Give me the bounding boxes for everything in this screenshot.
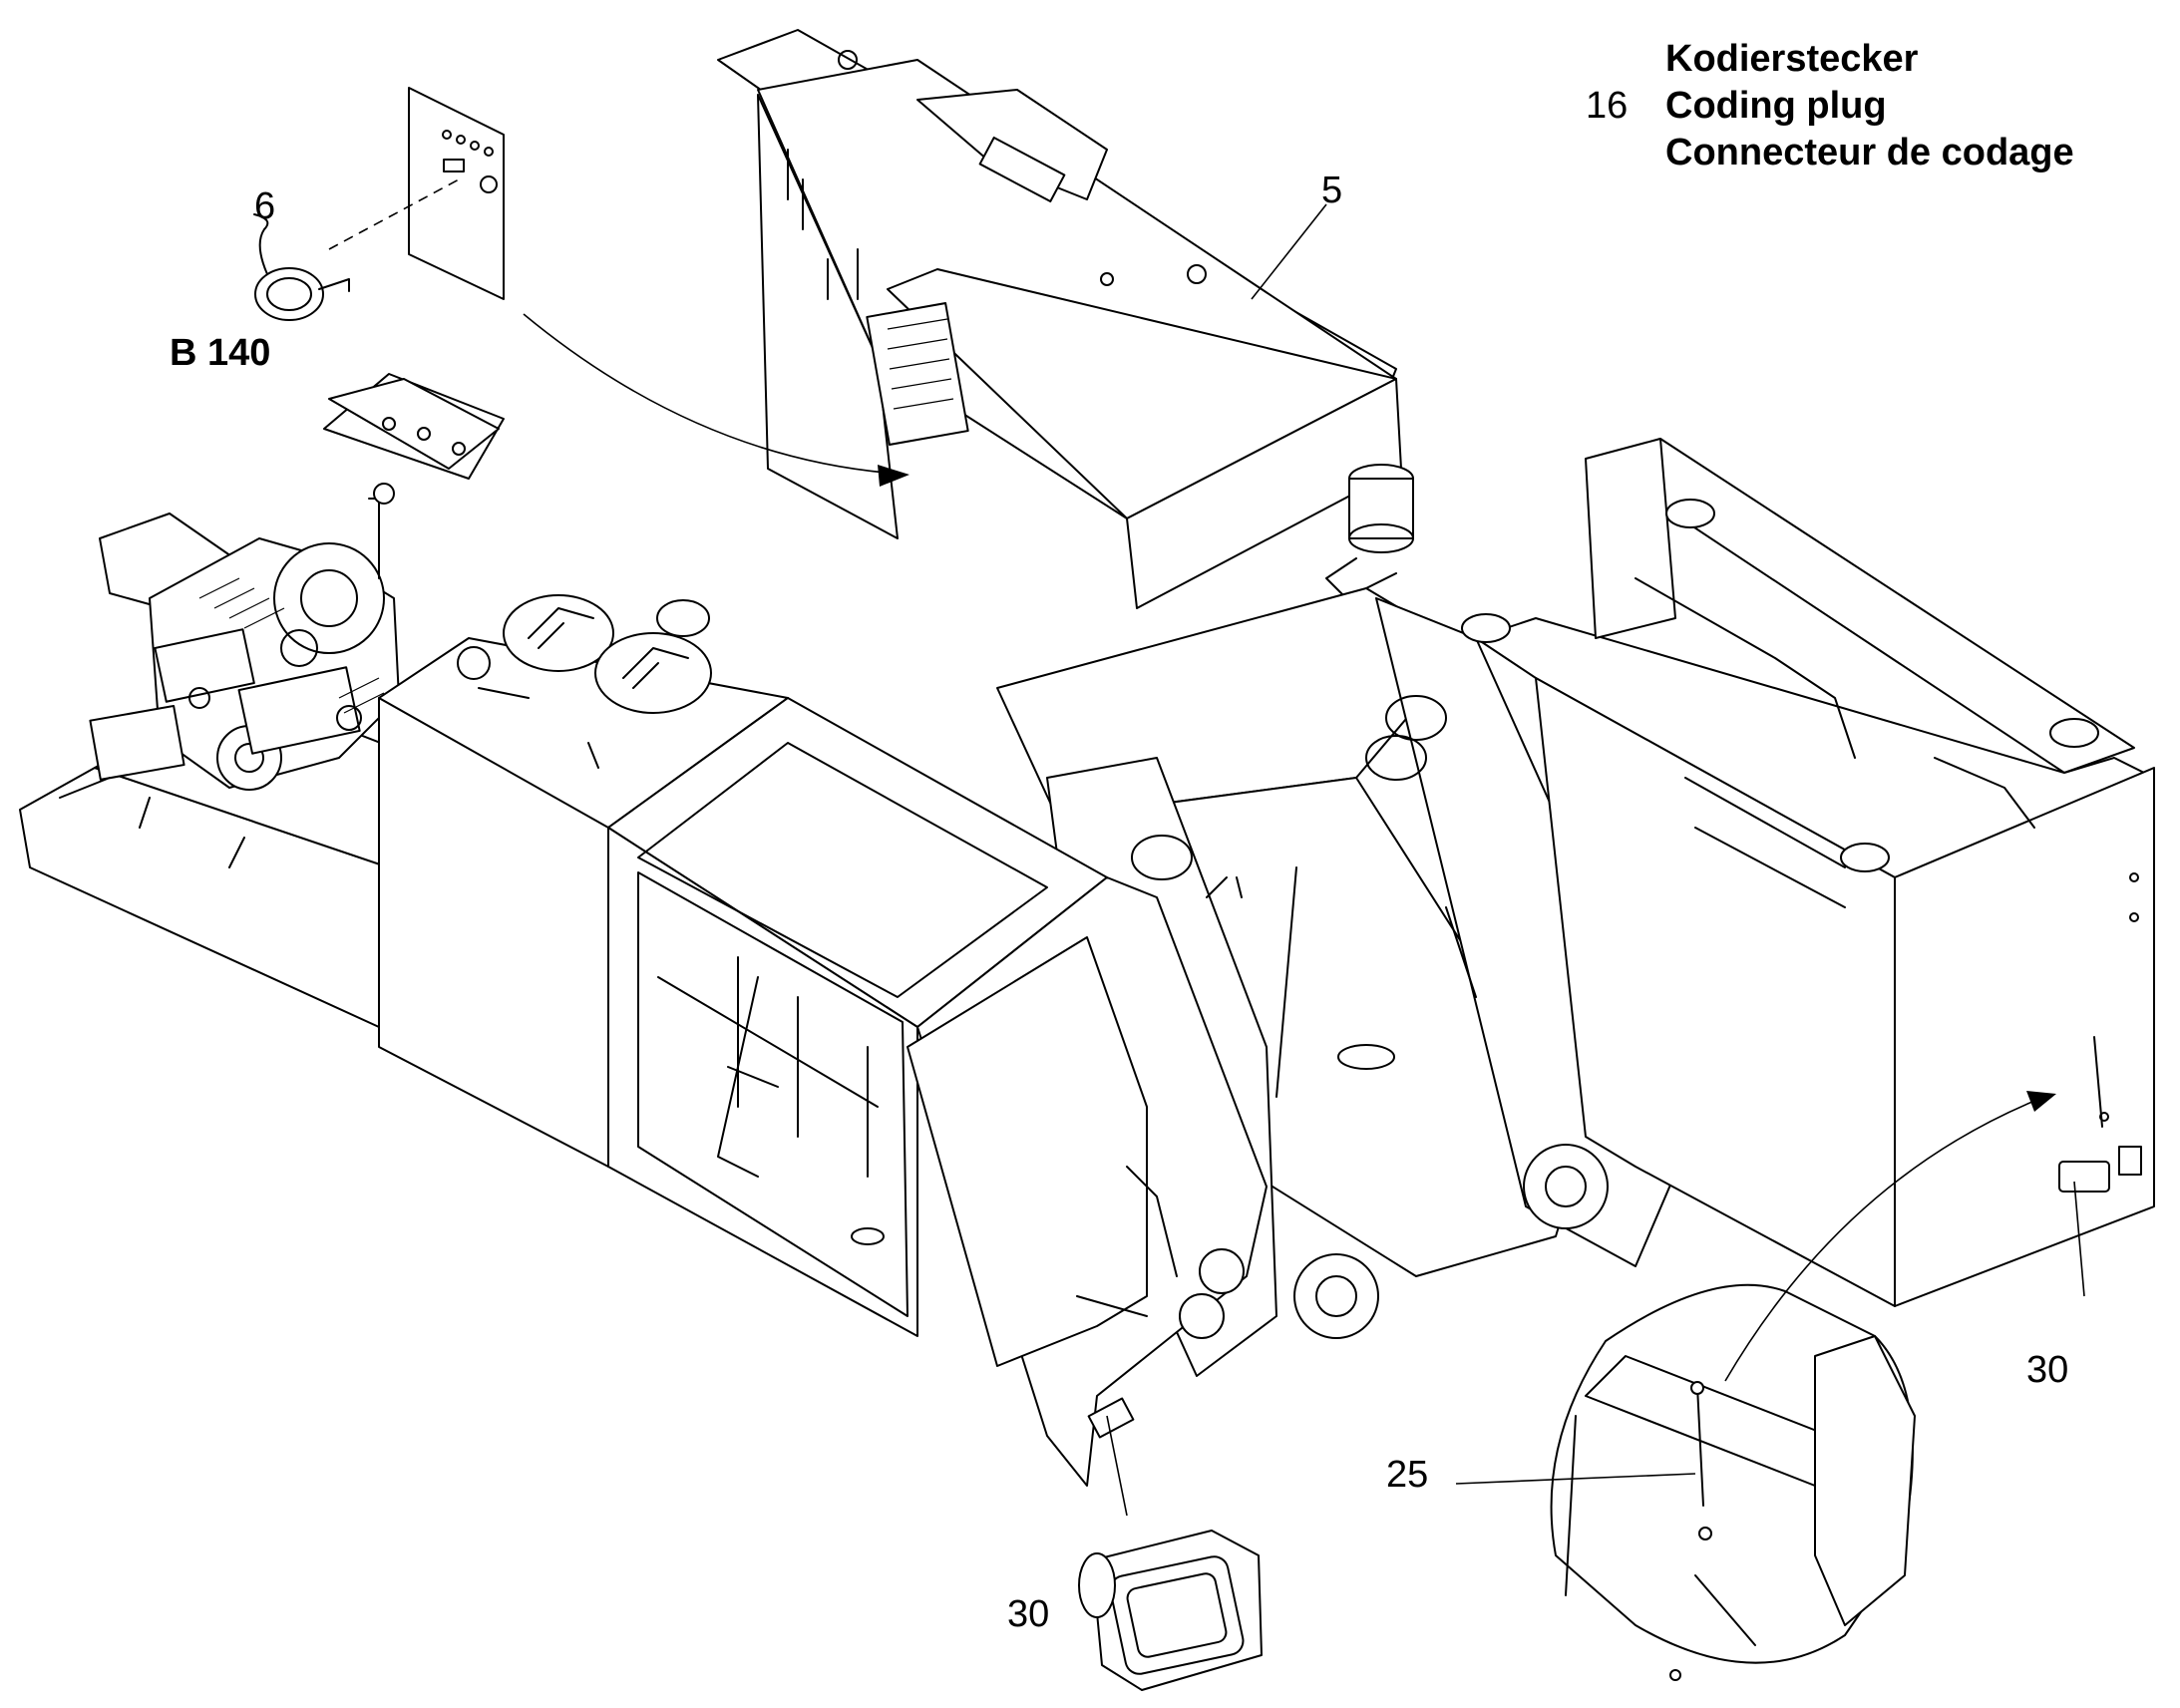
upper-support-frame [717, 29, 1414, 609]
legend-item-number: 16 [1586, 85, 1629, 127]
hydraulic-pump-cluster [89, 483, 400, 791]
cab-compartment [607, 697, 1268, 1487]
counterweight-box [1461, 438, 2155, 1307]
legend-title-de: Kodierstecker [1665, 38, 1919, 80]
callout-6: 6 [254, 185, 276, 227]
legend-title-en: Coding plug [1665, 85, 1887, 127]
leader-lines [523, 203, 2085, 1517]
coding-plug-detail [253, 87, 505, 321]
callout-5: 5 [1321, 170, 1343, 211]
rear-frame [19, 373, 505, 1028]
callout-30-bottom: 30 [1007, 1593, 1050, 1635]
callout-25: 25 [1386, 1454, 1429, 1496]
legend-title-fr: Connecteur de codage [1665, 132, 2074, 173]
callout-b140: B 140 [170, 332, 271, 374]
detail-view [1550, 1283, 1916, 1681]
work-light-detail [1078, 1530, 1263, 1691]
callout-30-right: 30 [2026, 1349, 2069, 1391]
